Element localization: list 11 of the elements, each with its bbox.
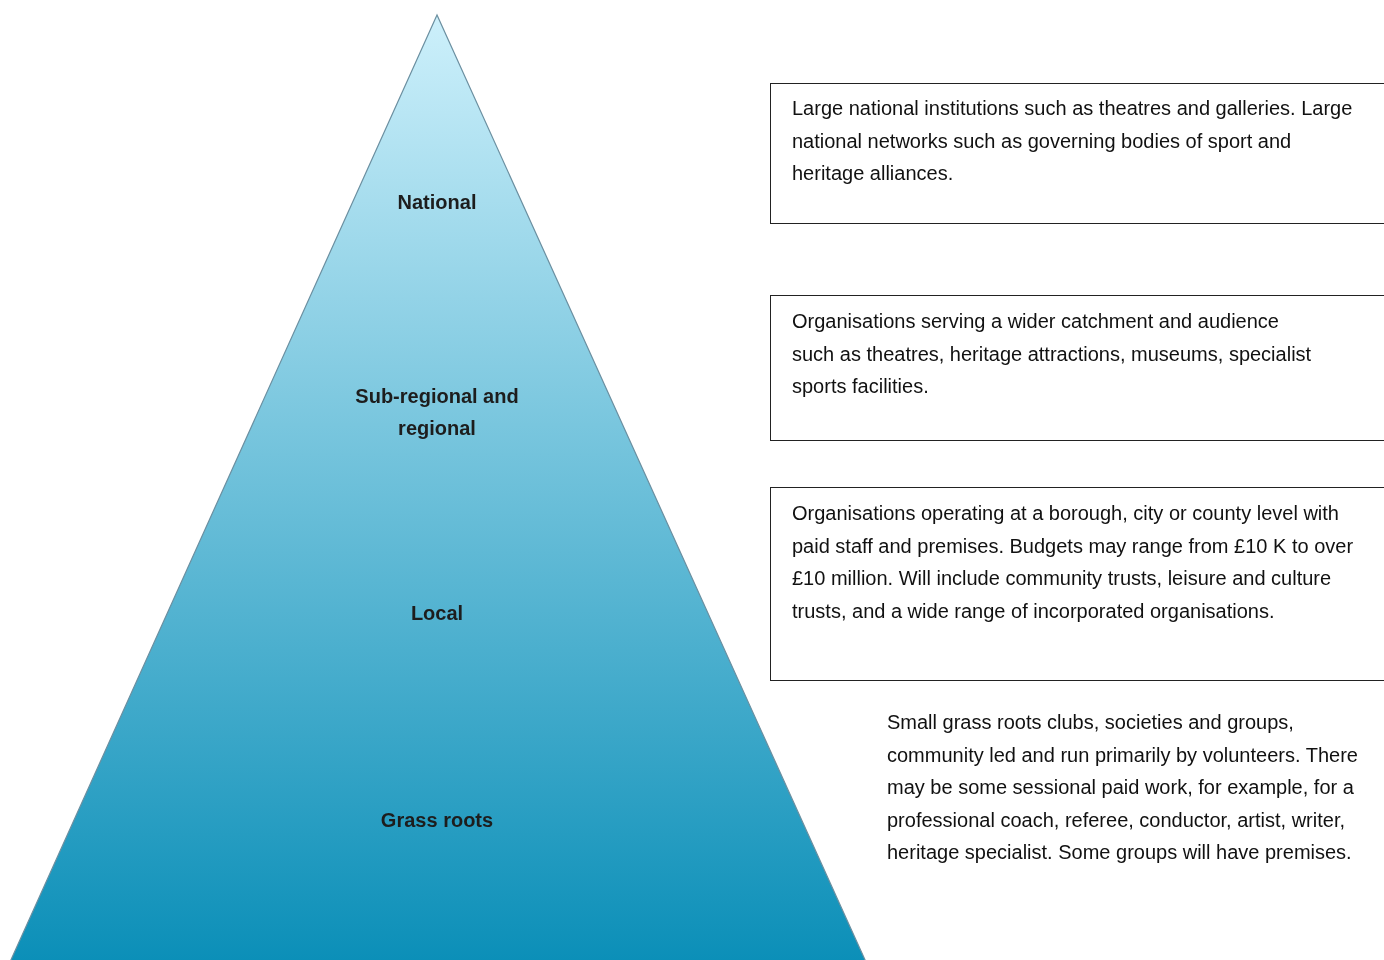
description-text: Organisations serving a wider catchment and audience such as theatres, heritage attractions, museums, specialist sports facilities. [792, 309, 1313, 399]
level-label: National [396, 190, 478, 215]
description-text: Small grass roots clubs, societies and groups, community led and run primarily by volunteers. There may be some sessional paid work, for example, for a professional coach, referee, conductor, artist, writer, heritage specialist. Some groups will have premises. [887, 710, 1359, 865]
text-box [770, 487, 1384, 681]
text-box [770, 83, 1384, 224]
level-label: Local [409, 601, 465, 626]
text-box [770, 295, 1384, 441]
description-text: Organisations operating at a borough, city or county level with paid staff and premises. Budgets may range from £10 K to over £10 million. Will include community trusts, leisure and culture trusts, and a wide range of incorporated organisations. [792, 501, 1355, 624]
level-label: Grass roots [379, 808, 495, 833]
level-label: Sub-regional and regional [354, 384, 520, 441]
description-text: Large national institutions such as theatres and galleries. Large national networks such as governing bodies of sport and heritage alliances. [792, 96, 1354, 186]
